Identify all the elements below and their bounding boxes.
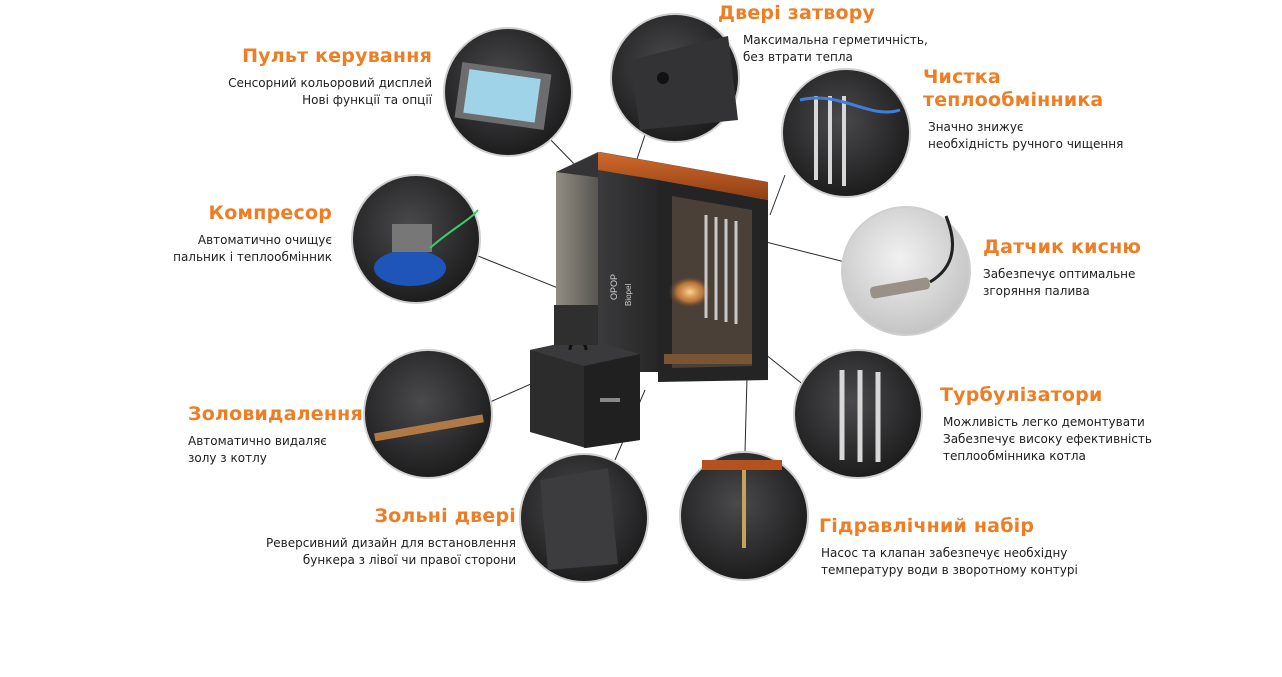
- detail-hydraulic-set: [679, 451, 809, 581]
- callout-description: Сенсорний кольоровий дисплей Нові функці…: [228, 75, 432, 109]
- description-line: золу з котлу: [188, 451, 267, 465]
- callout-description: Забезпечує оптимальне згоряння палива: [983, 266, 1141, 300]
- description-line: Максимальна герметичність,: [743, 33, 928, 47]
- description-line: Автоматично очищує: [197, 233, 332, 247]
- description-line: Сенсорний кольоровий дисплей: [228, 76, 432, 90]
- callout-shutter-door: Двері затвору Максимальна герметичність,…: [717, 2, 928, 66]
- turbulator-rods: [704, 215, 738, 324]
- callout-control-panel: Пульт керування Сенсорний кольоровий дис…: [228, 45, 432, 109]
- description-line: без втрати тепла: [743, 50, 853, 64]
- callout-ash-removal: Золовидалення Автоматично видаляє золу з…: [188, 403, 363, 467]
- callout-title: Зольні двері: [374, 505, 516, 527]
- callout-turbulators: Турбулізатори Можливість легко демонтува…: [940, 384, 1152, 465]
- description-line: Можливість легко демонтувати: [943, 415, 1145, 429]
- callout-description: Реверсивний дизайн для встановлення бунк…: [266, 535, 516, 569]
- callout-ash-door: Зольні двері Реверсивний дизайн для вста…: [266, 505, 516, 569]
- description-line: пальник і теплообмінник: [173, 250, 332, 264]
- boiler-model: Biopel: [624, 284, 633, 306]
- boiler-brand: OPOP: [609, 274, 619, 300]
- title-line: Чистка: [923, 66, 1001, 88]
- boiler-illustration: OPOP Biopel: [530, 152, 768, 448]
- callout-title: Датчик кисню: [983, 236, 1142, 258]
- callout-title: Пульт керування: [242, 45, 432, 67]
- detail-control-panel: [443, 27, 573, 157]
- detail-ash-door: [519, 453, 649, 583]
- callout-description: Автоматично видаляє золу з котлу: [188, 433, 363, 467]
- description-line: Забезпечує оптимальне: [983, 267, 1136, 281]
- callout-description: Автоматично очищує пальник і теплообмінн…: [173, 232, 332, 266]
- title-line: теплообмінника: [923, 89, 1104, 111]
- callout-title: Двері затвору: [718, 2, 876, 24]
- callout-description: Можливість легко демонтувати Забезпечує …: [943, 414, 1152, 465]
- callout-description: Максимальна герметичність, без втрати те…: [743, 32, 928, 66]
- description-line: Значно знижує: [928, 120, 1024, 134]
- callout-compressor: Компресор Автоматично очищує пальник і т…: [173, 202, 332, 266]
- callout-description: Значно знижує необхідність ручного чищен…: [928, 119, 1123, 153]
- description-line: бункера з лівої чи правої сторони: [302, 553, 516, 567]
- description-line: необхідність ручного чищення: [928, 137, 1124, 151]
- callout-title: Гідравлічний набір: [819, 515, 1035, 537]
- description-line: Забезпечує високу ефективність: [943, 432, 1152, 446]
- detail-ash-removal: [363, 349, 493, 479]
- burner-flame: [668, 276, 712, 308]
- description-line: температуру води в зворотному контурі: [821, 563, 1078, 577]
- callout-oxygen-sensor: Датчик кисню Забезпечує оптимальне згоря…: [983, 236, 1141, 300]
- description-line: згоряння палива: [983, 284, 1090, 298]
- detail-shutter-door: [610, 13, 740, 143]
- callout-title: Компресор: [208, 202, 332, 224]
- detail-compressor: [351, 174, 481, 304]
- detail-turbulators: [793, 349, 923, 479]
- callout-hydraulic-set: Гідравлічний набір Насос та клапан забез…: [819, 515, 1078, 579]
- detail-heat-exchanger: [781, 68, 911, 198]
- callout-heat-exchanger-cleaning: Чистка теплообмінника Значно знижує необ…: [923, 66, 1123, 153]
- detail-oxygen-sensor: [841, 206, 971, 336]
- description-line: Автоматично видаляє: [188, 434, 327, 448]
- description-line: теплообмінника котла: [943, 449, 1086, 463]
- callout-title: Золовидалення: [188, 403, 363, 425]
- callout-title: Турбулізатори: [940, 384, 1103, 406]
- description-line: Реверсивний дизайн для встановлення: [266, 536, 516, 550]
- callout-title: Чистка теплообмінника: [923, 66, 1123, 112]
- callout-description: Насос та клапан забезпечує необхідну тем…: [821, 545, 1078, 579]
- description-line: Насос та клапан забезпечує необхідну: [821, 546, 1068, 560]
- description-line: Нові функції та опції: [302, 93, 432, 107]
